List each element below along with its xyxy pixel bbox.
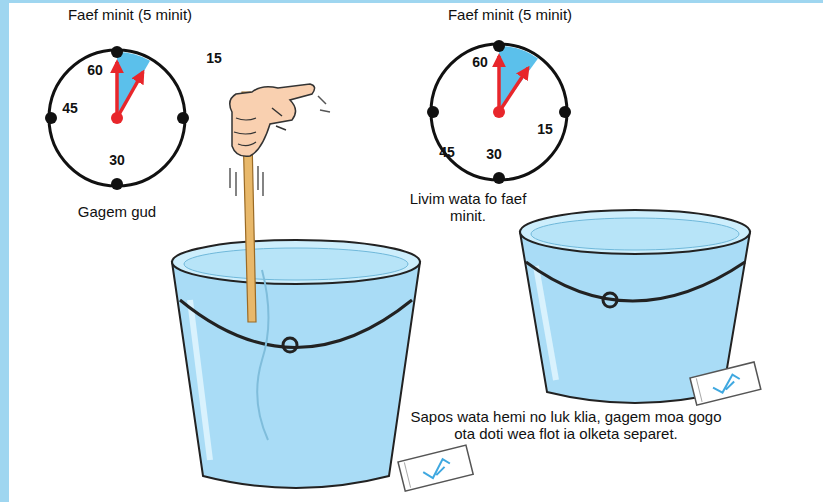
purifier-packet [398,445,473,491]
clock-number: 45 [432,144,462,160]
caption-text: Livim wata fo faef minit. [408,190,528,225]
clock [427,40,571,184]
frame-band [0,0,9,502]
bucket [172,240,420,488]
clock-number: 30 [102,152,132,168]
hand [230,84,330,196]
purifier-packet [690,362,761,405]
clock [45,46,189,190]
clock-number: 15 [530,121,560,137]
clock-number: 60 [80,62,110,78]
caption-text: Faef minit (5 minit) [420,6,600,23]
clock-number: 30 [479,146,509,162]
clock-number: 60 [465,54,495,70]
clock-number: 45 [55,100,85,116]
clock-number: 15 [199,50,229,66]
note-text: Sapos wata hemi no luk klia, gagem moa g… [401,408,731,443]
frame-band [0,0,823,3]
caption-text: Gagem gud [57,203,177,220]
caption-text: Faef minit (5 minit) [40,6,220,23]
